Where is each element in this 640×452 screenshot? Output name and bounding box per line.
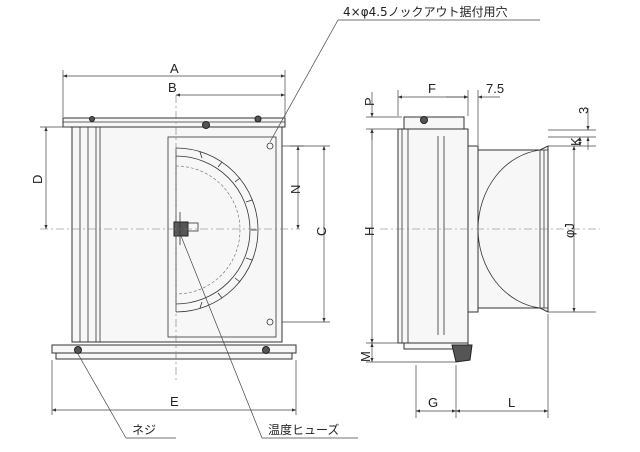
dim-label-m: M: [358, 351, 373, 362]
screw-icon: [74, 346, 82, 354]
dim-label-a: A: [170, 61, 179, 76]
dim-label-c: C: [314, 227, 329, 236]
knockout-hole-icon: [266, 142, 274, 150]
side-dimensions: F 7.5 P H M 3 K φJ: [358, 81, 596, 418]
dim-label-f: F: [428, 81, 436, 96]
top-flange: [62, 117, 286, 128]
screw-icon: [89, 116, 95, 122]
dim-label-b: B: [168, 80, 177, 95]
dim-label-e: E: [170, 394, 179, 409]
screw-icon: [262, 346, 270, 354]
dim-label-k: K: [568, 137, 583, 146]
screw-note: ネジ: [132, 423, 156, 437]
damper-arc-outer: [175, 147, 259, 313]
front-dimensions: A B D N C E: [30, 61, 330, 415]
screw-icon: [202, 121, 210, 129]
fuse-note: 温度ヒューズ: [268, 422, 339, 437]
dim-label-d: D: [30, 175, 45, 184]
dim-label-n: N: [288, 185, 303, 194]
front-view: [40, 95, 300, 380]
leader-notes: 4×φ4.5ノックアウト据付用穴 ネジ 温度ヒューズ: [77, 4, 540, 439]
dim-label-7-5: 7.5: [486, 81, 504, 96]
dim-label-p: P: [362, 97, 377, 106]
screw-icon: [254, 115, 262, 123]
knockout-note: 4×φ4.5ノックアウト据付用穴: [343, 4, 507, 19]
dim-label-3: 3: [576, 107, 591, 114]
dim-label-j: φJ: [562, 223, 577, 238]
dim-label-h: H: [362, 227, 377, 236]
knockout-hole-icon: [266, 318, 274, 326]
screw-icon: [420, 116, 428, 124]
side-body: [397, 128, 469, 344]
bottom-flange: [51, 344, 297, 354]
side-view: [380, 116, 600, 363]
side-top-clip: [403, 116, 465, 130]
shutter-panel: [167, 136, 277, 338]
side-bottom-latch: [451, 344, 473, 363]
dim-label-g: G: [428, 395, 438, 410]
dim-label-l: L: [508, 395, 515, 410]
